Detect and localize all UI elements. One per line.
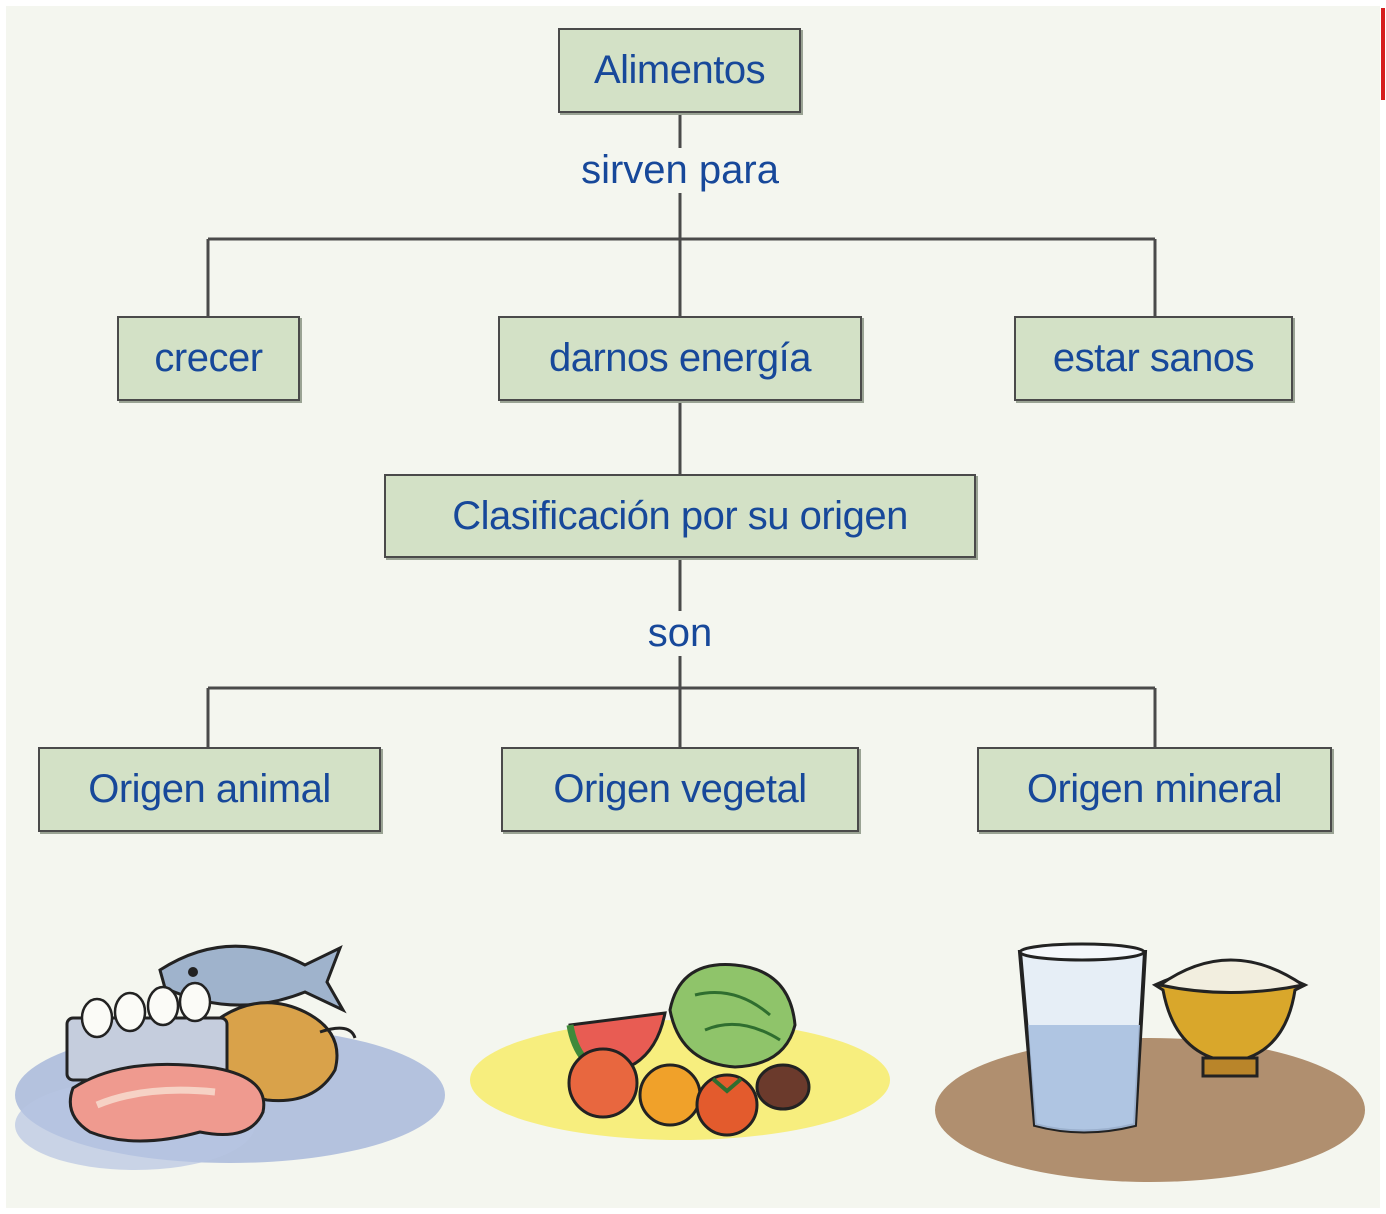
node-crecer: crecer: [117, 316, 300, 401]
node-origen-mineral: Origen mineral: [977, 747, 1332, 832]
node-alimentos: Alimentos: [558, 28, 801, 113]
mineral-foods-illustration: [935, 930, 1375, 1190]
node-clasificacion: Clasificación por su origen: [384, 474, 976, 558]
node-origen-vegetal: Origen vegetal: [501, 747, 859, 832]
node-estar-sanos: estar sanos: [1014, 316, 1293, 401]
label-sirven-para: sirven para: [575, 148, 785, 193]
node-darnos-energia: darnos energía: [498, 316, 862, 401]
label-son: son: [642, 611, 719, 656]
animal-foods-illustration: [5, 920, 445, 1190]
vegetable-foods-illustration: [465, 955, 895, 1155]
node-origen-animal: Origen animal: [38, 747, 381, 832]
